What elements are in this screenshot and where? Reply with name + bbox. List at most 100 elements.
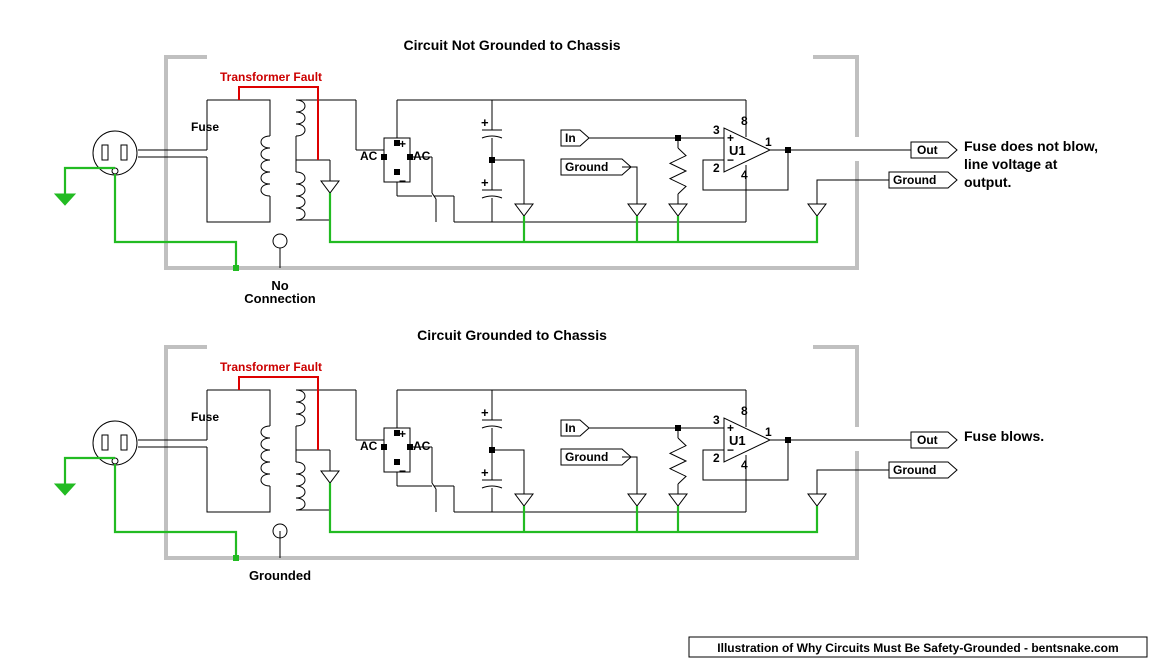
- note-line-0: Fuse does not blow,: [964, 138, 1098, 154]
- ac-outlet: [92, 420, 138, 466]
- pin4-label: 4: [741, 168, 748, 182]
- feedback-wire: [702, 440, 789, 481]
- ground-out-wire: [816, 179, 889, 204]
- capacitor-bottom: [481, 479, 503, 489]
- input-resistor: [668, 147, 688, 195]
- ct-ground-symbol: [320, 180, 340, 194]
- secondary-coil-top: [295, 389, 306, 427]
- in-label: In: [565, 131, 576, 145]
- note-line-1: line voltage at: [964, 156, 1058, 172]
- out-tag: [910, 141, 958, 159]
- in-tag: [560, 129, 590, 147]
- out-tag: [910, 431, 958, 449]
- ac-left-label: AC: [360, 149, 378, 163]
- cap-ground-symbol: [514, 203, 534, 217]
- opamp-body: [723, 417, 772, 463]
- fuse-label: Fuse: [191, 120, 219, 134]
- ground-in-tag: [560, 448, 632, 466]
- secondary-coil-bottom: [295, 171, 306, 221]
- ground-in-tag-shape: [560, 448, 632, 466]
- connection-label-1: Grounded: [249, 568, 311, 583]
- pin1-label: 1: [765, 425, 772, 439]
- circuit-ground-bus: [328, 193, 819, 244]
- panel-title: Circuit Grounded to Chassis: [417, 327, 607, 343]
- note-line-2: output.: [964, 174, 1011, 190]
- ac-right-label: AC: [413, 439, 431, 453]
- out-tag-shape: [910, 431, 958, 449]
- circuit-ground-bus: [328, 483, 819, 534]
- in-label: In: [565, 421, 576, 435]
- footer-text: Illustration of Why Circuits Must Be Saf…: [717, 641, 1118, 655]
- earth-ground-symbol: [53, 193, 77, 206]
- bridge-node-top: [394, 430, 400, 436]
- connection-label-2: Connection: [244, 291, 316, 306]
- cap-ground-wire: [492, 449, 525, 494]
- chassis-right-top: [813, 55, 859, 137]
- fault-wire: [238, 376, 319, 450]
- cap-bottom-plus: +: [481, 175, 489, 190]
- opamp-body: [723, 127, 772, 173]
- cap-top-plus: +: [481, 115, 489, 130]
- outlet-slot-left: [101, 144, 109, 161]
- panel-not-grounded: Circuit Not Grounded to ChassisFuseTrans…: [53, 37, 1098, 306]
- fault-label: Transformer Fault: [220, 360, 322, 374]
- pin4-label: 4: [741, 458, 748, 472]
- capacitor-plate-curved: [481, 425, 503, 429]
- ground-out-tag: [888, 461, 958, 479]
- opamp-minus: −: [727, 443, 734, 457]
- primary-coil: [260, 135, 271, 197]
- ground-in-symbol: [627, 493, 647, 507]
- footer-box: Illustration of Why Circuits Must Be Saf…: [688, 636, 1148, 658]
- primary-top: [207, 389, 271, 420]
- opamp-name: U1: [729, 433, 746, 448]
- fault-wire: [238, 86, 319, 160]
- bridge-node-left: [381, 444, 387, 450]
- pin8-label: 8: [741, 404, 748, 418]
- input-resistor: [668, 437, 688, 485]
- secondary-coil-top: [295, 99, 306, 137]
- chassis-left: [164, 55, 207, 270]
- ground-out-label: Ground: [893, 463, 936, 477]
- chassis-right-bottom: [813, 161, 859, 270]
- capacitor-top: [481, 129, 503, 139]
- pin3-label: 3: [713, 123, 720, 137]
- cap-ground-wire: [492, 159, 525, 204]
- opamp-plus: +: [727, 421, 734, 435]
- capacitor-plate-curved: [481, 195, 503, 199]
- out-label: Out: [917, 433, 938, 447]
- in-tag: [560, 419, 590, 437]
- bridge-node-left: [381, 154, 387, 160]
- capacitor-plate-curved: [481, 135, 503, 139]
- earth-ground-symbol: [53, 483, 77, 496]
- earth-chassis-node: [233, 555, 239, 561]
- earth-chassis-node: [233, 265, 239, 271]
- panel-title: Circuit Not Grounded to Chassis: [403, 37, 620, 53]
- cap-ground-symbol: [514, 493, 534, 507]
- ground-out-wire: [816, 469, 889, 494]
- secondary-coil-bottom: [295, 461, 306, 511]
- output-node: [785, 437, 791, 443]
- resistor-ground-symbol: [668, 203, 688, 217]
- pin2-label: 2: [713, 451, 720, 465]
- pin2-label: 2: [713, 161, 720, 175]
- feedback-wire: [702, 150, 789, 191]
- note-line-0: Fuse blows.: [964, 428, 1044, 444]
- opamp-minus: −: [727, 153, 734, 167]
- ground-in-label: Ground: [565, 450, 608, 464]
- ground-out-tag-shape: [888, 171, 958, 189]
- bridge-minus-label: −: [399, 174, 406, 188]
- bridge-plus-label: +: [399, 137, 406, 151]
- ground-in-label: Ground: [565, 160, 608, 174]
- ground-in-tag-shape: [560, 158, 632, 176]
- resistor-ground-symbol: [668, 493, 688, 507]
- cap-top-plus: +: [481, 405, 489, 420]
- primary-coil: [260, 425, 271, 487]
- pin1-label: 1: [765, 135, 772, 149]
- outlet-slot-left: [101, 434, 109, 451]
- bridge-node-bottom: [394, 169, 400, 175]
- fuse-label: Fuse: [191, 410, 219, 424]
- bridge-node-bottom: [394, 459, 400, 465]
- earth-wire: [113, 174, 238, 268]
